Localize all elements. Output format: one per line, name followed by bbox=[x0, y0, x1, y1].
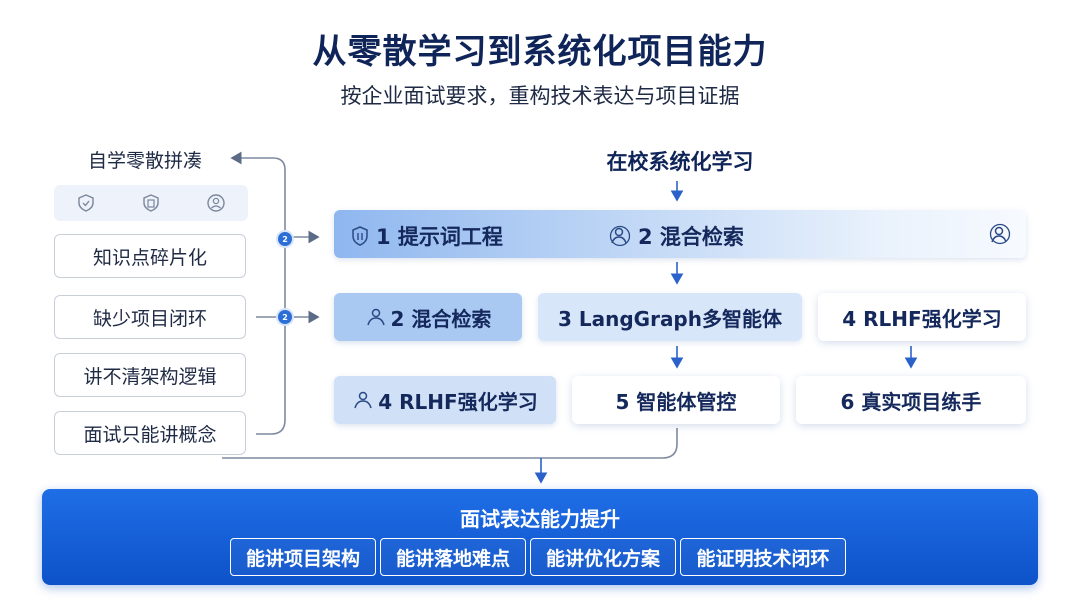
user-icon bbox=[366, 308, 385, 326]
left-icon-row bbox=[54, 185, 248, 221]
row3-rlhf-label: 4 RLHF强化学习 bbox=[378, 389, 538, 414]
left-item-unclear-architecture: 讲不清架构逻辑 bbox=[54, 353, 246, 397]
row3-rlhf: 4 RLHF强化学习 bbox=[334, 376, 556, 424]
row1-item-prompt: 1 提示词工程 bbox=[350, 221, 503, 251]
banner-title: 面试表达能力提升 bbox=[460, 507, 620, 531]
left-heading: 自学零散拼凑 bbox=[88, 150, 203, 172]
banner-tag-architecture: 能讲项目架构 bbox=[230, 538, 376, 576]
row2-rlhf-label: 4 RLHF强化学习 bbox=[842, 306, 1002, 331]
left-item-no-closed-loop: 缺少项目闭环 bbox=[54, 295, 246, 339]
document-shield-icon bbox=[143, 194, 159, 212]
page-title: 从零散学习到系统化项目能力 bbox=[312, 32, 768, 72]
right-heading: 在校系统化学习 bbox=[606, 150, 754, 174]
user-search-icon bbox=[989, 223, 1011, 245]
left-bracket-line bbox=[256, 236, 286, 435]
row2-langgraph-label: 3 LangGraph多智能体 bbox=[557, 306, 782, 331]
row2-rlhf: 4 RLHF强化学习 bbox=[818, 293, 1026, 341]
banner-tag-optimization: 能讲优化方案 bbox=[530, 538, 676, 576]
row3-agent-control: 5 智能体管控 bbox=[572, 376, 780, 424]
row1-item-hybrid: 2 混合检索 bbox=[608, 221, 744, 251]
shield-doc-icon bbox=[352, 226, 368, 246]
user-icon bbox=[354, 391, 373, 409]
banner-tag-closed-loop: 能证明技术闭环 bbox=[680, 538, 846, 576]
user-search-icon bbox=[609, 225, 631, 247]
shield-check-icon bbox=[78, 194, 95, 212]
row1-item-hybrid-label: 2 混合检索 bbox=[638, 225, 744, 249]
arrow-to-left-heading bbox=[230, 151, 286, 236]
bottom-connector-line bbox=[222, 428, 678, 459]
left-item-concept-only: 面试只能讲概念 bbox=[54, 411, 246, 455]
user-circle-icon bbox=[206, 194, 225, 212]
row1-bar: 1 提示词工程 2 混合检索 bbox=[334, 210, 1026, 258]
banner-tag-difficulties: 能讲落地难点 bbox=[380, 538, 526, 576]
row3-real-project: 6 真实项目练手 bbox=[796, 376, 1026, 424]
step-badge: 2 bbox=[278, 232, 292, 246]
row2-langgraph: 3 LangGraph多智能体 bbox=[538, 293, 802, 341]
left-item-fragmented: 知识点碎片化 bbox=[54, 234, 246, 278]
interview-banner bbox=[42, 489, 1038, 585]
row3-real-project-label: 6 真实项目练手 bbox=[840, 389, 982, 414]
row1-item-prompt-label: 1 提示词工程 bbox=[376, 225, 503, 249]
row2-hybrid-search: 2 混合检索 bbox=[334, 293, 522, 341]
step-badge: 2 bbox=[278, 310, 292, 324]
row2-hybrid-search-label: 2 混合检索 bbox=[390, 306, 492, 331]
page-subtitle: 按企业面试要求，重构技术表达与项目证据 bbox=[340, 84, 740, 108]
row3-agent-control-label: 5 智能体管控 bbox=[615, 389, 737, 414]
